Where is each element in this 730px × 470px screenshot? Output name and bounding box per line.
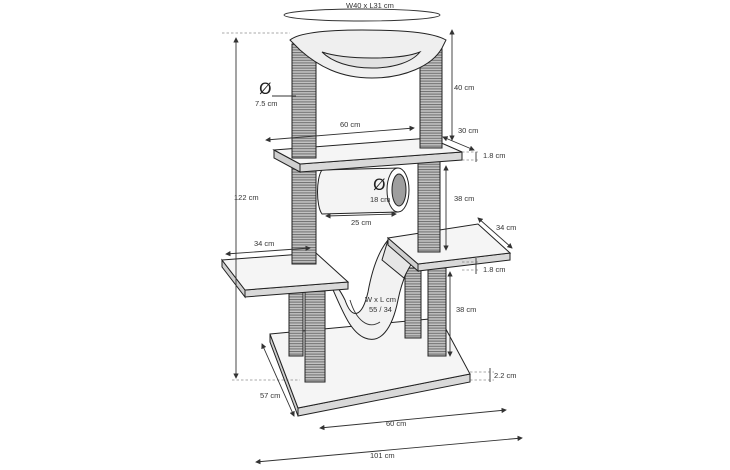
label-right-shelf-depth: 34 cm: [496, 223, 516, 232]
label-sling-size-line2: 55 / 34: [369, 305, 392, 314]
lower-posts: [288, 267, 447, 383]
label-tunnel-diameter: 18 cm: [370, 195, 390, 204]
label-hammock-size: W40 x L31 cm: [346, 1, 394, 10]
label-middle-post-height: 38 cm: [454, 194, 474, 203]
label-sling-size-line1: W x L cm: [365, 295, 396, 304]
label-right-shelf-thickness: 1.8 cm: [483, 265, 506, 274]
label-lower-post-height: 38 cm: [456, 305, 476, 314]
lower-post-back-left: [288, 285, 304, 357]
label-base-depth: 57 cm: [260, 391, 280, 400]
top-hammock: [289, 29, 447, 79]
left-shelf: [221, 252, 350, 299]
label-top-shelf-thickness: 1.8 cm: [483, 151, 506, 160]
label-top-shelf-width: 60 cm: [340, 120, 360, 129]
label-left-shelf-depth: 34 cm: [254, 239, 274, 248]
top-post-left: [291, 43, 317, 159]
label-base-thickness: 2.2 cm: [494, 371, 517, 380]
label-base-width: 60 cm: [386, 419, 406, 428]
label-total-height: 122 cm: [234, 193, 259, 202]
label-top-post-height: 40 cm: [454, 83, 474, 92]
lower-post-back-right: [404, 267, 422, 339]
label-top-shelf-depth: 30 cm: [458, 126, 478, 135]
label-tunnel-length: 25 cm: [351, 218, 371, 227]
dimension-lines: [222, 8, 523, 465]
label-total-width: 101 cm: [370, 451, 395, 460]
lower-post-front-right: [427, 267, 447, 357]
diameter-symbol-tunnel: Ø: [373, 175, 386, 194]
middle-post-right: [417, 159, 441, 253]
sling-hammock: [329, 239, 419, 340]
label-post-diameter: 7.5 cm: [255, 99, 278, 108]
lower-post-front-left: [304, 281, 326, 383]
diameter-symbol-post: Ø: [259, 79, 272, 98]
labels: W40 x L31 cm 40 cm Ø 7.5 cm 60 cm 30 cm …: [234, 1, 517, 460]
tunnel: [317, 167, 410, 215]
